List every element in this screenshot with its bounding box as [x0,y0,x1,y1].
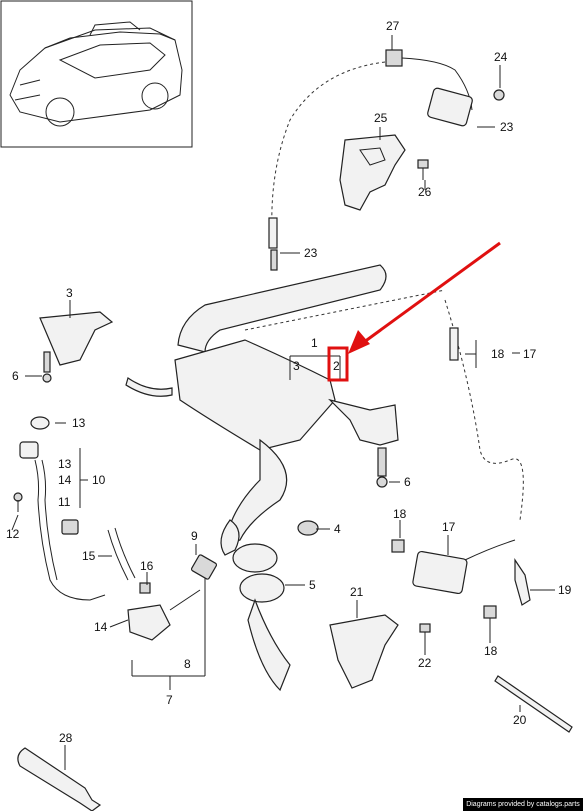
callout-14-mid: 14 [58,473,72,487]
hanger-bracket-right [328,398,399,488]
bolt-22 [419,623,431,633]
gasket-4 [297,520,319,536]
callout-22: 22 [418,656,432,670]
callout-17-top: 17 [523,347,537,361]
callout-23-upper: 23 [500,120,514,134]
sensor-18-top [449,327,459,361]
callout-3-main: 3 [293,359,300,373]
tube-28 [17,747,102,811]
callout-27: 27 [386,19,400,33]
callout-3-left: 3 [66,286,73,300]
control-unit-17 [412,550,468,595]
tail-pipe-tip [247,598,291,692]
tail-pipe [224,438,288,546]
bracket-25 [339,134,406,211]
leader-lines [11,35,555,770]
hanger-bracket-left [39,311,114,383]
callout-8: 8 [184,657,191,671]
callout-7: 7 [166,693,173,707]
paste-tube [17,747,102,811]
highlight-arrow-head [348,330,370,354]
hanger-2 [328,398,399,446]
callout-19: 19 [558,583,572,597]
nut-18a [391,539,405,553]
control-unit-23 [427,87,473,127]
hanger-3 [39,311,114,366]
highlight-marker [327,241,501,382]
callout-20: 20 [513,713,527,727]
flange-5 [239,573,285,603]
bolt-26 [417,159,429,169]
muffler-3 [174,339,336,451]
callout-11: 11 [58,495,71,509]
callout-26: 26 [418,185,432,199]
callout-14-low: 14 [94,620,108,634]
callout-21: 21 [350,585,364,599]
exhaust-assembly [125,264,446,556]
callout-17: 17 [442,520,456,534]
flange-parts [232,520,319,692]
callout-23-lower: 23 [304,246,318,260]
callout-24: 24 [494,50,508,64]
callout-6-left: 6 [12,369,19,383]
callout-1: 1 [311,336,318,350]
callout-16: 16 [140,559,154,573]
bracket-21 [329,614,399,689]
callout-25: 25 [374,111,388,125]
vacuum-hose-group [13,416,218,641]
inlet-pipe [177,264,387,353]
callout-4: 4 [334,522,341,536]
clip-11 [61,519,79,535]
callout-28: 28 [59,731,73,745]
catalog-credit: Diagrams provided by catalogs.parts [463,798,583,811]
highlight-box [327,346,349,382]
cable-tie-20 [494,675,573,733]
callout-13-top: 13 [72,416,86,430]
callout-labels: 27 24 23 25 26 23 3 6 1 3 2 6 18 17 13 1… [6,19,572,745]
callout-18-top: 18 [491,347,505,361]
callout-6-right: 6 [404,475,411,489]
callout-13: 13 [58,457,72,471]
clamp-9 [190,554,218,580]
callout-18-low: 18 [484,644,498,658]
nut-18b [483,605,497,619]
sensor-23-probe [268,217,278,271]
lower-sensor-group [329,299,573,733]
valve-8 [127,604,171,641]
callout-18-mid: 18 [393,507,407,521]
vehicle-thumbnail [0,0,193,148]
clip-27 [385,49,403,67]
tie-19 [514,558,531,606]
callout-2: 2 [333,359,340,373]
callout-5: 5 [309,578,316,592]
callout-9: 9 [191,529,198,543]
callout-15: 15 [82,549,96,563]
callout-10: 10 [92,473,106,487]
nut-24 [493,89,505,101]
sensor-23 [268,217,278,249]
callout-12: 12 [6,527,20,541]
highlight-arrow-shaft [359,241,501,347]
upper-sensor-group [271,49,505,231]
